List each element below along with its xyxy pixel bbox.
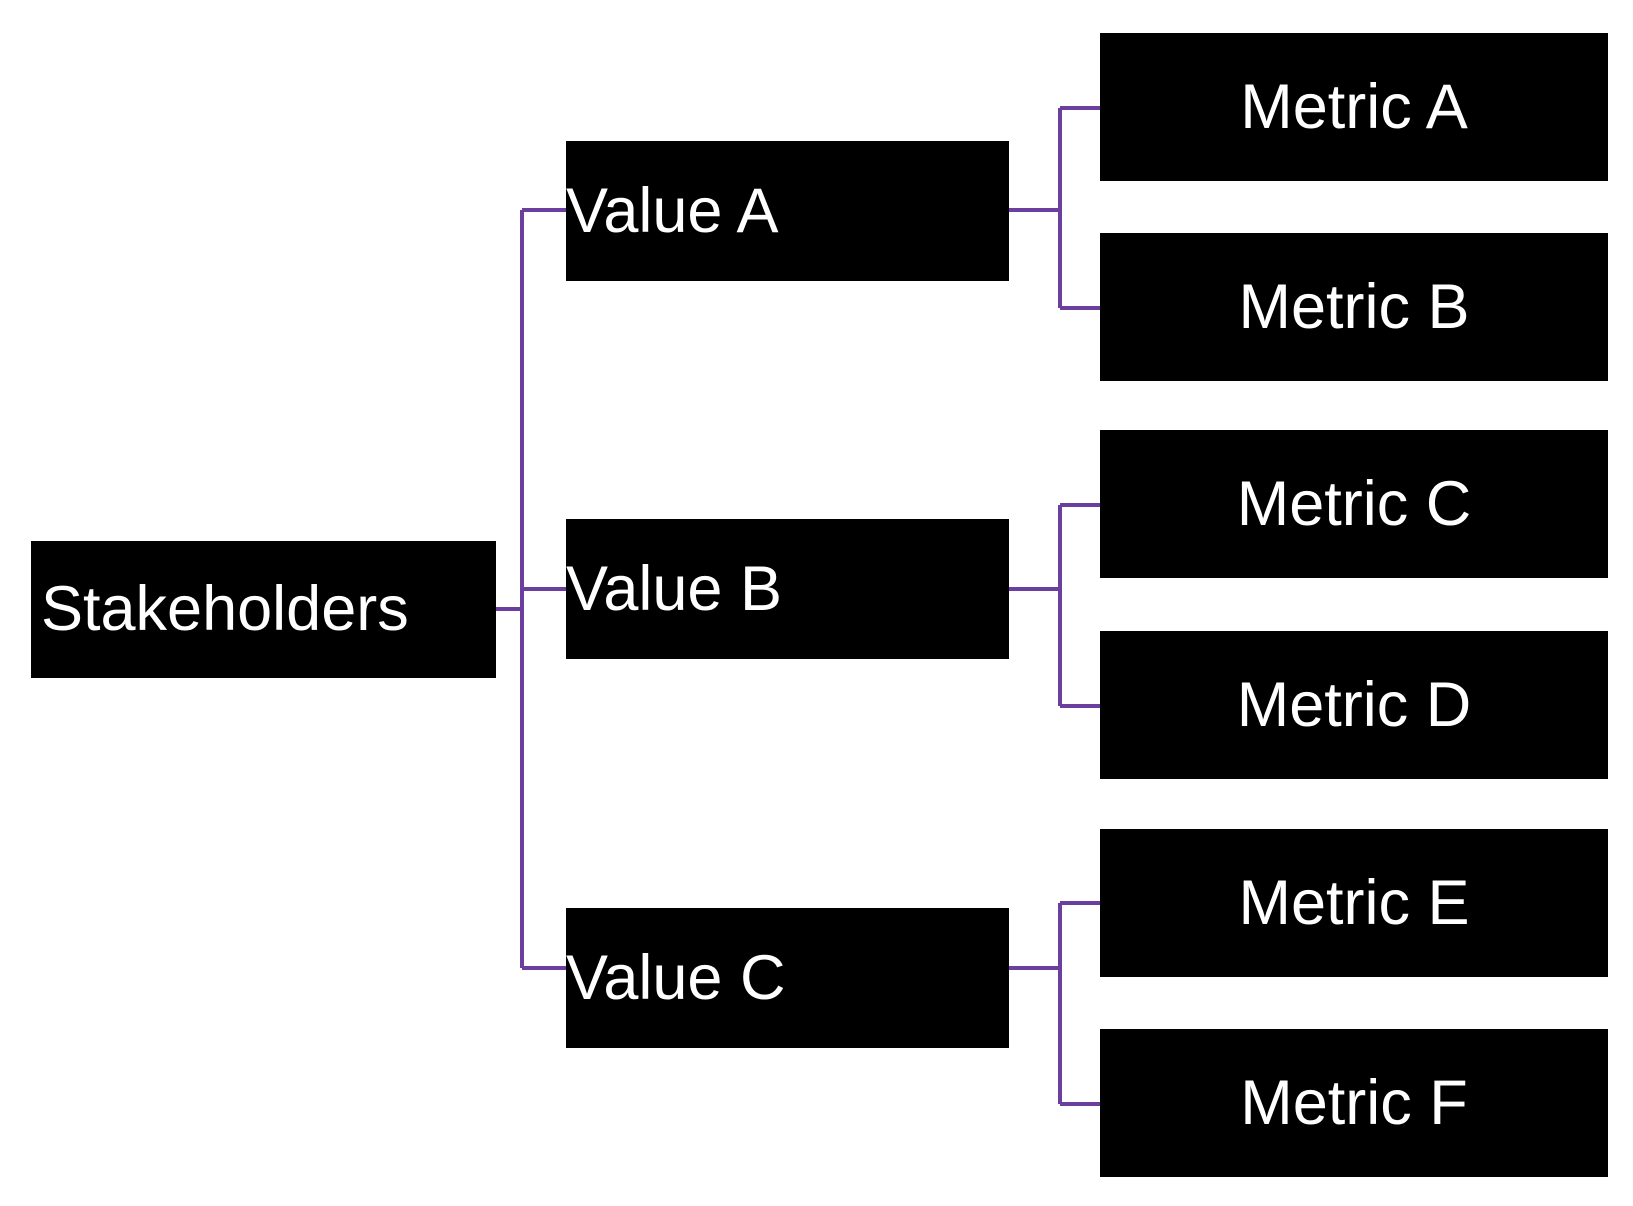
node-value-c[interactable]: Value C [566,908,1009,1048]
node-metric-b-label: Metric B [1238,271,1470,342]
node-value-a[interactable]: Value A [566,141,1009,281]
node-metric-d-label: Metric D [1236,669,1472,740]
node-value-c-label: Value C [566,942,786,1013]
node-metric-f[interactable]: Metric F [1100,1029,1608,1177]
node-value-b-label: Value B [566,553,782,624]
node-metric-e-label: Metric E [1238,867,1470,938]
node-value-a-label: Value A [566,175,779,246]
node-metric-e[interactable]: Metric E [1100,829,1608,977]
node-value-b[interactable]: Value B [566,519,1009,659]
node-metric-a[interactable]: Metric A [1100,33,1608,181]
node-metric-b[interactable]: Metric B [1100,233,1608,381]
node-metric-f-label: Metric F [1240,1067,1468,1138]
node-metric-c[interactable]: Metric C [1100,430,1608,578]
node-metric-d[interactable]: Metric D [1100,631,1608,779]
node-stakeholders-label: Stakeholders [41,574,409,645]
node-metric-a-label: Metric A [1240,71,1468,142]
node-metric-c-label: Metric C [1236,468,1472,539]
node-stakeholders[interactable]: Stakeholders [31,541,496,678]
